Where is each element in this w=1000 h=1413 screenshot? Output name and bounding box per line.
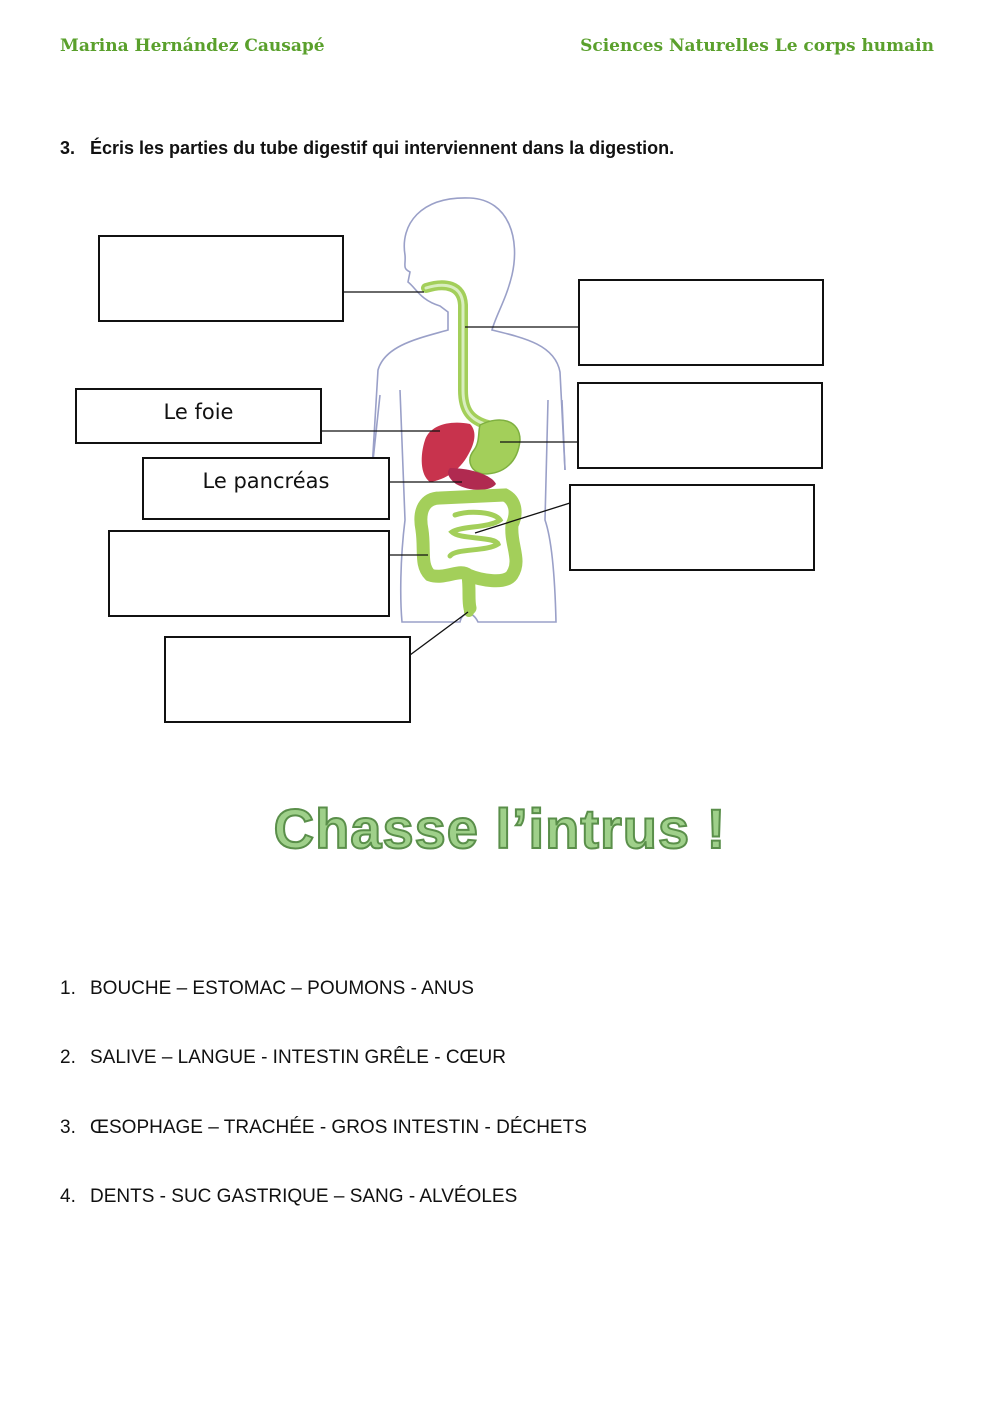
question-2-text[interactable]: SALIVE – LANGUE - INTESTIN GRÊLE - CŒUR [90,1047,506,1068]
label-box-small-intestine[interactable] [569,484,815,571]
digestive-system-diagram [320,197,580,656]
question-1-text[interactable]: BOUCHE – ESTOMAC – POUMONS - ANUS [90,978,474,999]
question-4-text[interactable]: DENTS - SUC GASTRIQUE – SANG - ALVÉOLES [90,1186,518,1207]
instruction-text: Écris les parties du tube digestif qui i… [90,138,675,158]
instruction: 3. Écris les parties du tube digestif qui… [60,138,674,159]
head-outline [371,197,471,471]
label-box-anus[interactable] [164,636,411,723]
stomach [469,419,521,475]
question-1-number: 1. [60,978,76,999]
question-3-number: 3. [60,1117,76,1138]
label-box-pancreas-text: Le pancréas [202,469,330,493]
question-3: 3. ŒSOPHAGE – TRACHÉE - GROS INTESTIN - D… [60,1117,587,1139]
leader-anus [409,611,469,656]
header-subject: Sciences Naturelles Le corps humain [580,36,934,56]
question-2: 2. SALIVE – LANGUE - INTESTIN GRÊLE - CŒU… [60,1047,506,1069]
label-box-stomach[interactable] [577,382,823,469]
torso-right-outline [561,399,566,471]
header-author: Marina Hernández Causapé [60,36,325,56]
esophagus [421,280,493,430]
esophagus-inner [424,283,490,427]
question-2-number: 2. [60,1047,76,1068]
label-box-liver-text: Le foie [163,400,234,424]
liver [421,422,475,482]
question-4: 4. DENTS - SUC GASTRIQUE – SANG - ALVÉOLE… [60,1186,517,1208]
leader-lines [320,291,580,656]
label-box-esophagus[interactable] [578,279,824,366]
pancreas [448,468,496,490]
section-title: Chasse l’intrus ! [273,796,727,861]
label-box-pancreas[interactable]: Le pancréas [142,457,390,520]
rectum [463,585,474,617]
label-box-mouth[interactable] [98,235,344,322]
label-box-liver[interactable]: Le foie [75,388,322,444]
small-intestine [447,509,504,559]
leader-small-intestine [474,502,571,534]
instruction-number: 3. [60,138,76,158]
question-1: 1. BOUCHE – ESTOMAC – POUMONS - ANUS [60,978,474,1000]
head-back-outline [469,197,566,471]
question-4-number: 4. [60,1186,76,1207]
question-3-text[interactable]: ŒSOPHAGE – TRACHÉE - GROS INTESTIN - DÉC… [90,1117,587,1138]
label-box-large-intestine[interactable] [108,530,390,617]
